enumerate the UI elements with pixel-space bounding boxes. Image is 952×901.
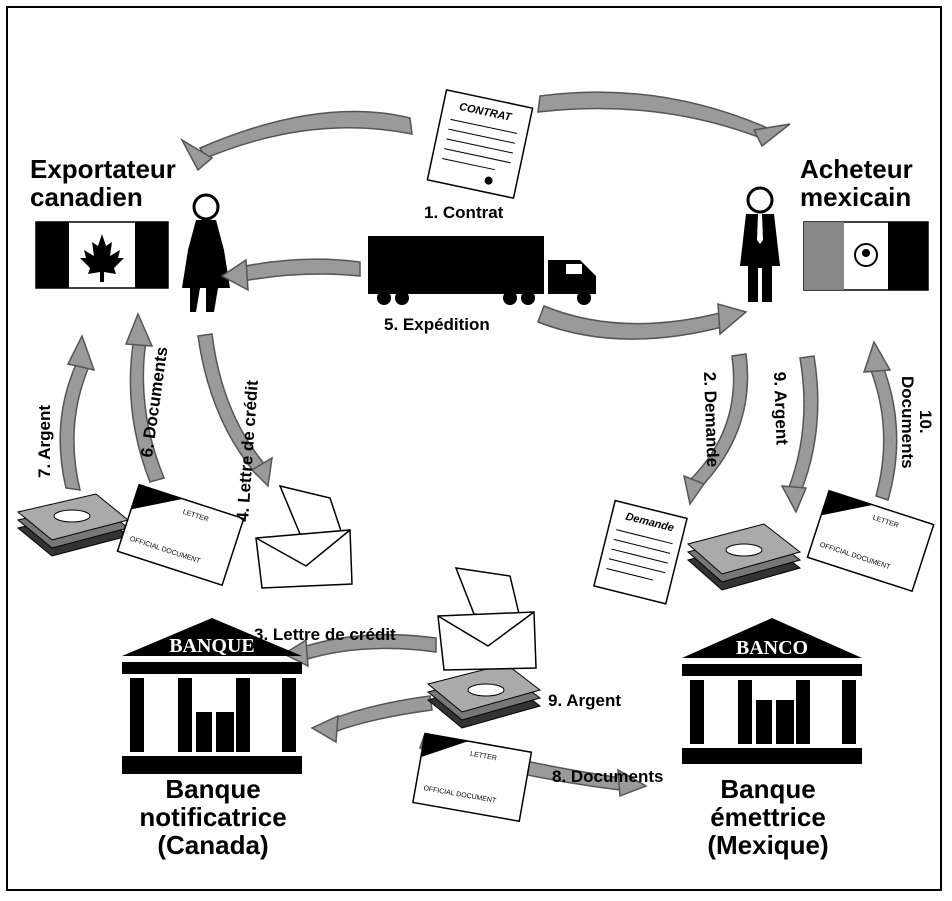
envelope-icon-lower [437, 567, 537, 671]
arrow-shipment-top [220, 258, 361, 292]
issuing-bank-label-line3: (Mexique) [707, 830, 828, 860]
canada-flag-icon [35, 221, 169, 289]
arrow-argent-to-advising-bank [310, 695, 433, 744]
buyer-person-icon [740, 186, 780, 302]
arrow-credit-letter-to-advising-bank [282, 633, 437, 668]
bank-right-sign: BANCO [736, 637, 808, 659]
mexico-flag-icon [803, 221, 929, 291]
issuing-bank-label-line2: émettrice [710, 802, 826, 832]
exporter-label-line2: canadien [30, 182, 143, 212]
arrow-documents-to-buyer [862, 340, 898, 501]
step-2-label: 2. Demande [700, 371, 722, 467]
contract-document-icon: CONTRAT [426, 88, 534, 200]
step-7-label: 7. Argent [35, 405, 54, 478]
buyer-label-line1: Acheteur [800, 154, 913, 184]
envelope-icon-upper [255, 484, 353, 589]
buyer-label-line2: mexicain [800, 182, 911, 212]
doc-card-center-title: LETTER [470, 751, 498, 763]
money-stack-icon-right [686, 523, 802, 591]
money-stack-icon-left [16, 493, 130, 557]
money-stack-icon-center [426, 663, 542, 729]
step-1-label: 1. Contrat [424, 203, 504, 222]
documents-card-icon-right: LETTER OFFICIAL DOCUMENT [806, 489, 935, 593]
bank-left-sign: BANQUE [169, 635, 255, 657]
step-8-label: 8. Documents [552, 767, 663, 786]
documents-card-icon-center: LETTER OFFICIAL DOCUMENT [412, 732, 533, 823]
arrow-request-from-buyer [682, 353, 749, 506]
documents-card-icon-left: LETTER OFFICIAL DOCUMENT [116, 483, 245, 587]
step-10-label-text: Documents [898, 376, 917, 469]
arrow-argent-from-buyer [780, 355, 819, 514]
issuing-bank-label-line1: Banque [720, 774, 815, 804]
arrow-contract-right [537, 91, 791, 148]
step-9-center-label: 9. Argent [548, 691, 621, 710]
arrow-argent-to-exporter [59, 334, 96, 491]
advising-bank-label-line2: notificatrice [139, 802, 286, 832]
diagram-frame [6, 6, 942, 891]
arrow-documents-to-exporter [124, 312, 166, 483]
step-3-label: 3. Lettre de crédit [254, 625, 396, 644]
request-document-icon: Demande [593, 499, 688, 605]
advising-bank-icon: BANQUE [122, 618, 302, 774]
arrow-credit-letter-to-exporter [197, 333, 273, 488]
step-4-label: 4. Lettre de crédit [233, 379, 262, 522]
arrow-contract-left [180, 110, 413, 172]
step-9-right-label: 9. Argent [770, 371, 792, 445]
issuing-bank-icon: BANCO [682, 618, 862, 764]
exporter-label-line1: Exportateur [30, 154, 176, 184]
advising-bank-label-line3: (Canada) [157, 830, 268, 860]
exporter-person-icon [182, 193, 230, 312]
step-10-label-number: 10. [916, 410, 935, 434]
arrow-shipment-bottom [537, 302, 748, 340]
advising-bank-label-line1: Banque [165, 774, 260, 804]
step-5-label: 5. Expédition [384, 315, 490, 334]
truck-icon [368, 236, 596, 305]
